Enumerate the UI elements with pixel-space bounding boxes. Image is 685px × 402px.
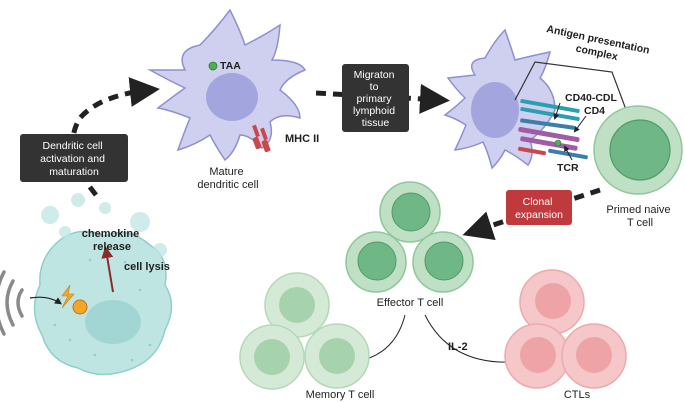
dashed-arrow-clonal [462,187,601,241]
mature-dc-label: Mature dendritic cell [197,166,258,191]
apc-label: Antigen presentation complex [543,23,654,70]
receptor-complex [518,98,588,160]
primed-naive-t-cell [593,105,683,195]
primed-naive-label: Primed naive T cell [606,204,673,229]
mhc2-icon [252,124,271,153]
radio-wave-icon [0,270,24,336]
arrow-to-ctl [424,314,515,366]
ctl-cells [504,269,627,389]
il2-label: IL-2 [448,341,468,353]
mhc2-label: MHC II [285,133,319,145]
mature-dendritic-cell [147,8,307,162]
radiation-arrow [29,296,62,305]
dc-activation-box [20,134,128,182]
migration-label: Migraton to primary lymphoid tissue [353,69,398,129]
migration-box [342,64,409,132]
cd40-pointer [553,102,561,120]
tcr-label: TCR [557,162,579,174]
taa-label: TAA [220,60,241,72]
effector-t-cells [345,181,474,293]
memory-t-cells [239,272,370,390]
cd40-label: CD40-CDL [565,92,618,104]
dashed-arrow-migration [315,83,450,114]
dendritic-cell-lymphoid [443,28,556,170]
cd4-pointer [573,115,587,133]
tumor-cell [33,193,173,376]
clonal-expansion-label: Clonal expansion [515,196,563,221]
cell-lysis-label: cell lysis [124,261,170,273]
chemokine-release-arrow [101,246,114,293]
tcr-pointer [564,145,573,161]
memory-label: Memory T cell [306,389,375,401]
lightning-icon [61,284,75,309]
effector-label: Effector T cell [377,297,444,309]
apc-bracket [514,61,629,116]
ctl-label: CTLs [564,389,591,401]
cd4-label: CD4 [584,105,605,117]
dc-activation-label: Dendritic cell activation and maturation [40,140,108,178]
chemokine-label: chemokine release [82,228,143,253]
clonal-expansion-box [506,190,572,225]
